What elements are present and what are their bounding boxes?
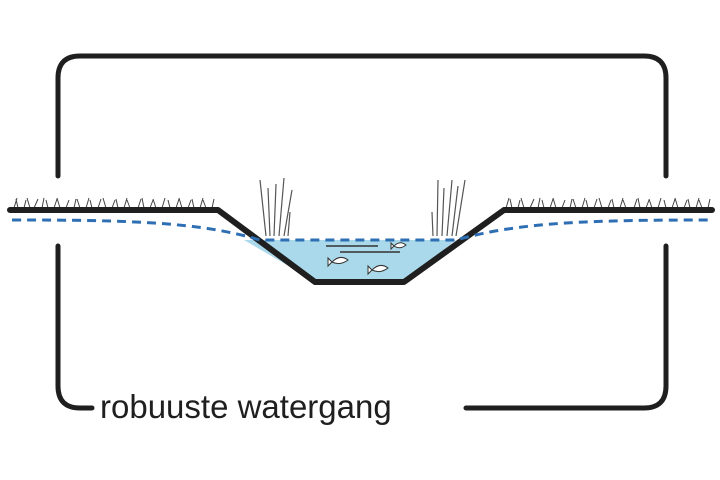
bracket-frame (55, 53, 669, 411)
water-surface-lines (326, 245, 400, 253)
grass-left (13, 197, 215, 209)
ground-profile (7, 207, 715, 285)
water-body (244, 240, 456, 282)
fish-icon (367, 264, 389, 276)
grass-right (505, 197, 711, 209)
reeds-left (259, 177, 293, 237)
diagram-caption: robuuste watergang (100, 388, 392, 425)
reeds-right (431, 179, 466, 237)
fish-icon (390, 241, 407, 251)
groundwater-level (11, 218, 713, 242)
fish-icon (327, 256, 349, 268)
